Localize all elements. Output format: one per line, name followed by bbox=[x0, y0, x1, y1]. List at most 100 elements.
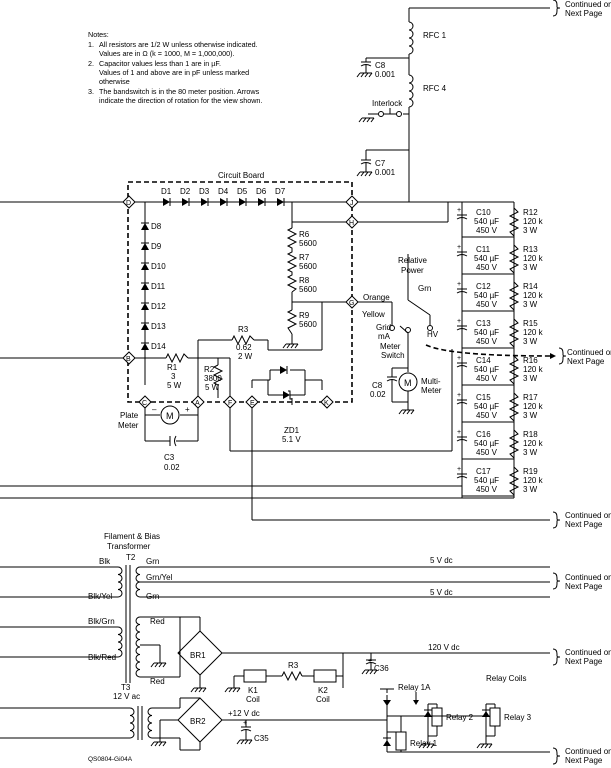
cont-3b: Next Page bbox=[565, 520, 603, 529]
cap-plate-curved bbox=[456, 328, 468, 331]
r2-label: R2 bbox=[204, 365, 215, 374]
res-watt: 3 W bbox=[523, 448, 538, 457]
res-name: R16 bbox=[523, 356, 538, 365]
v120-label: 120 V dc bbox=[428, 643, 460, 652]
r9-label: R9 bbox=[299, 311, 310, 320]
bank-resistor bbox=[508, 207, 520, 237]
cap-plus: + bbox=[457, 466, 461, 473]
note-item: 3. The bandswitch is in the 80 meter pos… bbox=[88, 87, 323, 105]
rfc-chain bbox=[366, 7, 550, 197]
t3-voltage-label: 12 V ac bbox=[113, 692, 140, 701]
zd1-label: ZD1 bbox=[284, 426, 300, 435]
cap-voltage: 450 V bbox=[476, 485, 498, 494]
cap-plus: + bbox=[457, 281, 461, 288]
c35-plus: + bbox=[243, 720, 247, 727]
cap-plus: + bbox=[457, 318, 461, 325]
bank-resistor bbox=[508, 318, 520, 348]
notes-heading: Notes: bbox=[88, 30, 109, 39]
circuit-board-outline bbox=[127, 181, 353, 403]
node-c: C bbox=[142, 400, 147, 407]
cap-plus: + bbox=[457, 207, 461, 214]
cap-plate-curved bbox=[456, 217, 468, 220]
v5a-label: 5 V dc bbox=[430, 556, 453, 565]
k2-label: K2 bbox=[318, 686, 328, 695]
res-value: 120 k bbox=[523, 476, 544, 485]
res-value: 120 k bbox=[523, 217, 544, 226]
res-value: 120 k bbox=[523, 328, 544, 337]
d1-label: D1 bbox=[161, 187, 172, 196]
node-j: J bbox=[350, 200, 354, 207]
node-g: G bbox=[349, 300, 354, 307]
transformer-label: Transformer bbox=[107, 542, 151, 551]
filament-label: Filament & Bias bbox=[104, 532, 160, 541]
note-number: 1. bbox=[88, 40, 94, 49]
d8-label: D8 bbox=[151, 222, 162, 231]
plus-sign: + bbox=[185, 405, 190, 414]
res-value: 120 k bbox=[523, 254, 544, 263]
res-name: R17 bbox=[523, 393, 538, 402]
blkyel-label: Blk/Yel bbox=[88, 592, 112, 601]
grid-label: Grid bbox=[376, 323, 391, 332]
r3-watt: 2 W bbox=[238, 352, 253, 361]
k1-label: K1 bbox=[248, 686, 258, 695]
cap-value: 540 µF bbox=[474, 402, 499, 411]
zener-zd1 bbox=[280, 366, 292, 400]
orange-label: Orange bbox=[363, 293, 390, 302]
res-value: 120 k bbox=[523, 365, 544, 374]
cap-voltage: 450 V bbox=[476, 374, 498, 383]
res-watt: 3 W bbox=[523, 263, 538, 272]
cap-name: C10 bbox=[476, 208, 491, 217]
red1-label: Red bbox=[150, 617, 165, 626]
cont-5b: Next Page bbox=[565, 657, 603, 666]
d10-label: D10 bbox=[151, 262, 166, 271]
res-watt: 3 W bbox=[523, 485, 538, 494]
bank-resistor bbox=[508, 466, 520, 496]
t3-label: T3 bbox=[121, 683, 131, 692]
hv-label: HV bbox=[427, 330, 439, 339]
d2-label: D2 bbox=[180, 187, 191, 196]
plate-meter-m: M – + bbox=[152, 405, 190, 425]
note-line: The bandswitch is in the 80 meter positi… bbox=[99, 87, 260, 96]
c36-plus: + bbox=[368, 658, 372, 665]
c7-label: C7 bbox=[375, 159, 386, 168]
d3-label: D3 bbox=[199, 187, 210, 196]
note-number: 2. bbox=[88, 59, 94, 68]
cap-plate-curved bbox=[456, 402, 468, 405]
multi-meter-label: Meter bbox=[421, 386, 442, 395]
cap-voltage: 450 V bbox=[476, 300, 498, 309]
r7-label: R7 bbox=[299, 253, 310, 262]
res-watt: 3 W bbox=[523, 300, 538, 309]
capacitor-c7 bbox=[356, 150, 373, 177]
cap-value: 540 µF bbox=[474, 439, 499, 448]
res-name: R14 bbox=[523, 282, 538, 291]
cont-1b: Next Page bbox=[565, 9, 603, 18]
rfc1-label: RFC 1 bbox=[423, 31, 447, 40]
bank-resistor bbox=[508, 392, 520, 422]
c8a-value: 0.001 bbox=[375, 70, 396, 79]
node-h: H bbox=[349, 220, 354, 227]
d5-label: D5 bbox=[237, 187, 248, 196]
resistor-r3 bbox=[231, 334, 255, 346]
bridge-br1 bbox=[177, 616, 550, 693]
grnyel-label: Grn/Yel bbox=[146, 573, 173, 582]
c8b-label: C8 bbox=[372, 381, 383, 390]
interlock-switch bbox=[358, 108, 402, 123]
note-line: Values of 1 and above are in pF unless m… bbox=[99, 68, 250, 77]
cap-voltage: 450 V bbox=[476, 263, 498, 272]
grn-label: Grn bbox=[418, 284, 431, 293]
res-name: R15 bbox=[523, 319, 538, 328]
r8-label: R8 bbox=[299, 276, 310, 285]
figure-code: QS0804-Gi04A bbox=[88, 756, 133, 763]
note-line: Capacitor values less than 1 are in µF. bbox=[99, 59, 221, 68]
resistor-chain-r6-r9 bbox=[282, 227, 299, 349]
res-value: 120 k bbox=[523, 439, 544, 448]
note-text: The bandswitch is in the 80 meter positi… bbox=[99, 87, 323, 105]
c8b-value: 0.02 bbox=[370, 390, 386, 399]
res-watt: 3 W bbox=[523, 411, 538, 420]
